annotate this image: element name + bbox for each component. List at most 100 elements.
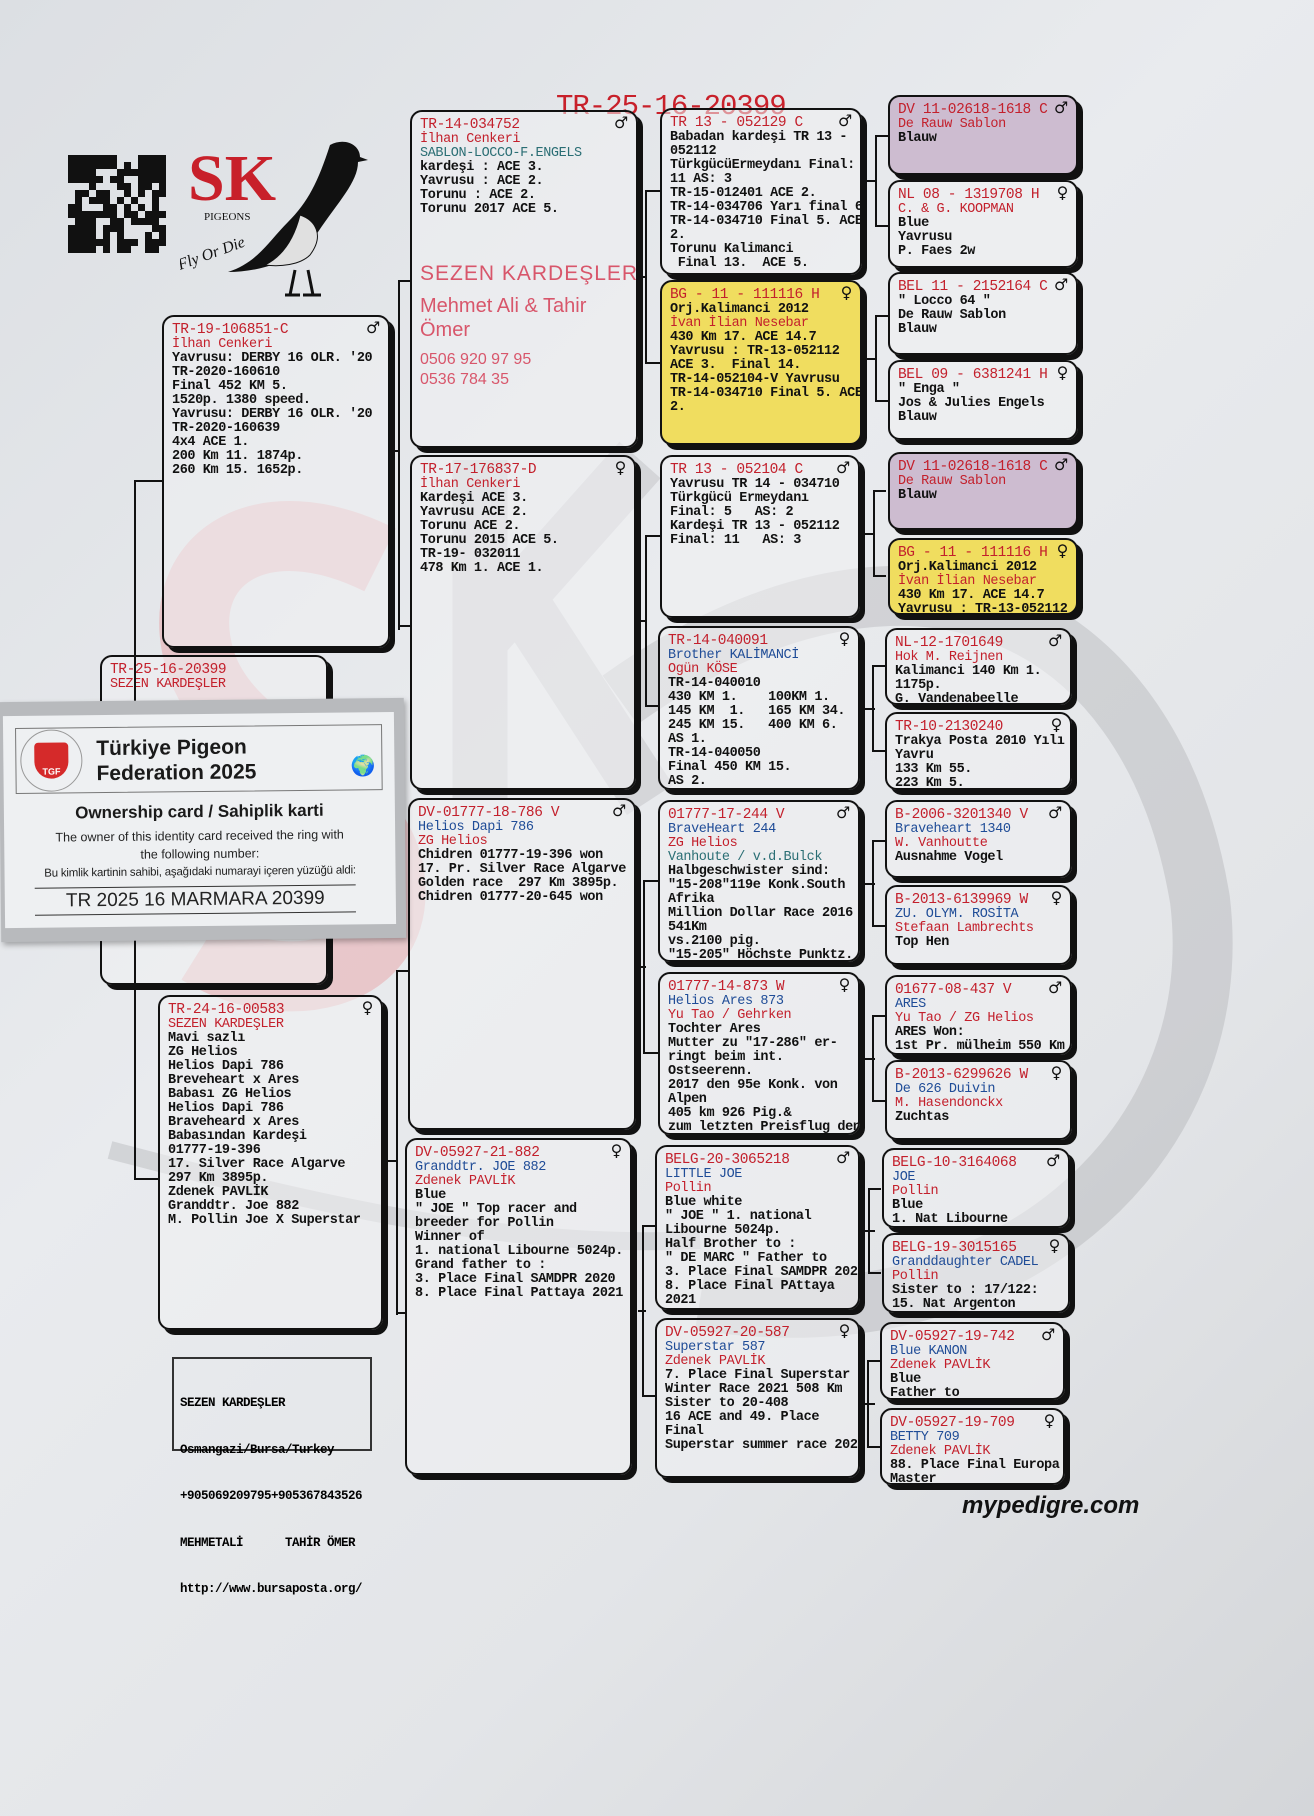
ring-id: NL 08 - 1319708 H: [898, 187, 1040, 203]
box-line: Afrika: [668, 892, 715, 907]
box-line: 478 Km 1. ACE 1.: [420, 561, 544, 576]
female-icon: ♀: [1050, 1063, 1063, 1082]
pedigree-box-g4-4: ♀BEL 09 - 6381241 H" Enga "Jos & Julies …: [888, 360, 1078, 440]
box-line: 17. Pr. Silver Race Algarve: [418, 862, 626, 877]
box-line: 245 KM 15. 400 KM 6.: [668, 718, 838, 733]
box-line: AS 2.: [668, 774, 707, 789]
male-icon: ♂: [1046, 1151, 1060, 1170]
stamp-owners: Mehmet Ali & Tahir Ömer: [420, 295, 587, 341]
site-brand: mypedigre.com: [962, 1492, 1140, 1519]
box-line: 4x4 ACE 1.: [172, 435, 250, 450]
box-line: Mutter zu "17-286" er-: [668, 1036, 838, 1051]
ring-id: TR 13 - 052129 C: [670, 115, 803, 131]
connector-line: [396, 970, 408, 972]
box-line: Trakya Posta 2010 Yılı: [895, 734, 1065, 749]
box-line: Yavrusu : ACE 2.: [420, 174, 544, 189]
box-line: 200 Km 11. 1874p.: [172, 449, 303, 464]
female-icon: ♀: [1050, 888, 1063, 907]
box-line: 01777-19-396: [168, 1143, 261, 1158]
ring-id: BELG-20-3065218: [665, 1152, 790, 1168]
box-line: ringt beim int.: [668, 1050, 784, 1065]
box-line: 88. Place Final Europa: [890, 1458, 1060, 1473]
box-line: 223 Km 5.: [895, 776, 965, 790]
connector-line: [642, 1225, 657, 1227]
box-line: Ausnahme Vogel: [895, 850, 1003, 865]
connector-line: [862, 707, 875, 710]
box-line: Helios Ares 873: [668, 994, 784, 1009]
box-line: 541Km: [668, 920, 707, 935]
box-line: Winner of: [415, 1230, 485, 1245]
box-line: Chidren 01777-19-396 won: [418, 848, 603, 863]
owner-stamp: SEZEN KARDEŞLER Mehmet Ali & Tahir Ömer …: [420, 262, 637, 390]
ring-id: TR-14-034752: [420, 117, 520, 133]
box-line: De Rauw Sablon: [898, 117, 1006, 132]
box-line: Blauw: [898, 410, 937, 425]
box-line: Zdenek PAVLİK: [890, 1358, 991, 1373]
box-line: ZU. OLYM. ROSİTA: [895, 907, 1019, 922]
box-line: 405 km 926 Pig.&: [668, 1106, 792, 1121]
male-icon: ♂: [838, 111, 852, 130]
box-line: C. & G. KOOPMAN: [898, 202, 1014, 217]
ring-id: B-2006-3201340 V: [895, 807, 1028, 823]
connector-line: [872, 750, 885, 752]
box-line: Yavrusu : TR-13-052112: [670, 344, 840, 359]
box-line: " Locco 64 ": [898, 294, 991, 309]
box-line: ZG Helios: [668, 836, 738, 851]
box-line: 11 AS: 3: [670, 172, 732, 187]
box-line: Grand father to :: [415, 1258, 546, 1273]
box-line: Granddtr. Joe 882: [168, 1199, 299, 1214]
box-line: Brother KALİMANCİ: [668, 648, 799, 663]
female-icon: ♀: [1056, 363, 1069, 382]
box-line: Winter Race 2021 508 Km: [665, 1382, 843, 1397]
connector-line: [875, 135, 888, 137]
female-icon: ♀: [1048, 1236, 1061, 1255]
box-line: Braveheard x Ares: [168, 1115, 299, 1130]
ring-id: TR-19-106851-C: [172, 322, 289, 338]
ring-id: BEL 11 - 2152164 C: [898, 279, 1048, 295]
box-line: ARES Won:: [895, 1025, 965, 1040]
box-line: Braveheart 1340: [895, 822, 1011, 837]
ring-id: 01677-08-437 V: [895, 982, 1012, 998]
box-line: Final: [665, 1424, 704, 1439]
ring-id: DV 11-02618-1618 C: [898, 102, 1048, 118]
box-line: " Enga ": [898, 382, 960, 397]
connector-line: [134, 480, 162, 482]
box-line: Superstar 587: [665, 1340, 766, 1355]
footer-website[interactable]: http://www.bursaposta.org/: [180, 1582, 363, 1596]
box-line: Top Hen: [895, 935, 949, 950]
male-icon: ♂: [836, 1148, 850, 1167]
connector-line: [643, 880, 658, 882]
box-line: Master: [890, 1472, 937, 1485]
ring-id: 01777-17-244 V: [668, 807, 785, 823]
box-line: Hok M. Reijnen: [895, 650, 1003, 665]
box-line: 7. Place Final Superstar: [665, 1368, 850, 1383]
connector-line: [862, 1403, 875, 1405]
male-icon: ♂: [614, 113, 628, 132]
connector-line: [638, 966, 646, 968]
box-line: Babadan kardeşi TR 13 -: [670, 130, 848, 145]
male-icon: ♂: [1048, 803, 1062, 822]
box-line: Mavi sazlı: [168, 1031, 246, 1046]
box-line: M. Hasendonckx: [895, 1096, 1003, 1111]
box-line: 133 Km 55.: [895, 762, 973, 777]
connector-line: [872, 840, 885, 842]
box-line: TR-14-034710 Final 5. ACE: [670, 386, 862, 401]
box-line: Orj.Kalimanci 2012: [898, 560, 1037, 575]
ring-id: BEL 09 - 6381241 H: [898, 367, 1048, 383]
male-icon: ♂: [1054, 455, 1068, 474]
box-line: Golden race 297 Km 3895p.: [418, 876, 619, 891]
box-line: İvan İlian Nesebar: [670, 316, 809, 331]
box-line: 1. national Libourne 5024p.: [415, 1244, 623, 1259]
connector-line: [383, 1160, 396, 1162]
box-line: Kalimanci 140 Km 1.: [895, 664, 1042, 679]
ring-id: B-2013-6299626 W: [895, 1067, 1028, 1083]
box-line: BraveHeart 244: [668, 822, 776, 837]
